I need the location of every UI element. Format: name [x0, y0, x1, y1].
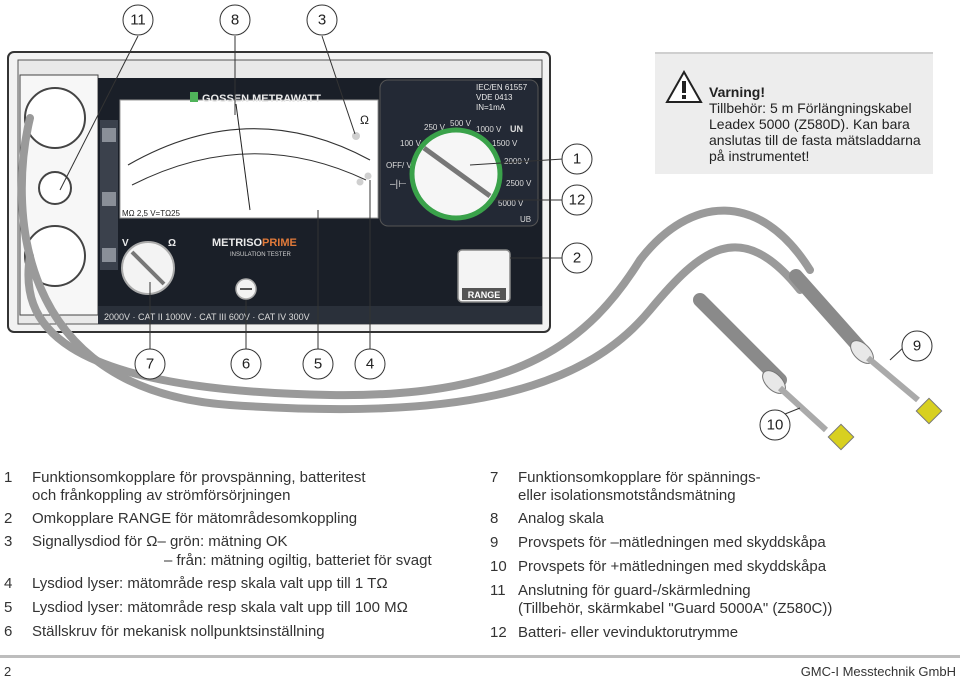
warning-line: anslutas till de fasta mätsladdarna: [709, 132, 921, 148]
warning-title: Varning!: [709, 84, 921, 100]
zero-screw-6[interactable]: [236, 279, 256, 299]
legend-number: 1: [4, 468, 12, 487]
legend-text: Provspets för +mätledningen med skyddskå…: [518, 557, 826, 576]
legend-text: Analog skala: [518, 509, 604, 528]
switch-label-1000: 1000 V: [476, 125, 502, 134]
warning-text: Varning! Tillbehör: 5 m Förlängningskabe…: [709, 84, 921, 164]
v-label: V: [122, 238, 129, 249]
legend-number: 12: [490, 623, 507, 642]
callout-4: 4: [355, 349, 385, 379]
model-sub: INSULATION TESTER: [230, 252, 291, 258]
legend-text: eller isolationsmotståndsmätning: [518, 486, 736, 505]
warning-line: Leadex 5000 (Z580D). Kan bara: [709, 116, 921, 132]
legend-number: 10: [490, 557, 507, 576]
model-a: METRISO: [212, 237, 263, 249]
legend-text: – från: mätning ogiltig, batteriet för s…: [164, 551, 432, 570]
warning-line: på instrumentet!: [709, 148, 921, 164]
legend-number: 5: [4, 598, 12, 617]
led-3: [352, 132, 360, 140]
legend-text: Signallysdiod för Ω– grön: mätning OK: [32, 532, 288, 551]
led-4: [365, 173, 372, 180]
svg-text:3: 3: [318, 12, 326, 29]
callout-9: 9: [902, 331, 932, 361]
callout-3: 3: [307, 5, 337, 35]
page-number: 2: [4, 664, 11, 679]
svg-text:10: 10: [767, 417, 784, 434]
led-3-label: Ω: [360, 113, 369, 127]
legend-number: 9: [490, 533, 498, 552]
legend-text: Batteri- eller vevinduktorutrymme: [518, 623, 738, 642]
legend-text: Lysdiod lyser: mätområde resp skala valt…: [32, 598, 408, 617]
svg-text:4: 4: [366, 356, 374, 373]
svg-text:9: 9: [913, 338, 921, 355]
callout-12: 12: [562, 185, 592, 215]
callout-2: 2: [562, 243, 592, 273]
battery-icon: –|⊢: [390, 179, 407, 190]
standard-line-3: IN=1mA: [476, 103, 506, 112]
standard-line-1: IEC/EN 61557: [476, 83, 528, 92]
legend-text: och frånkoppling av strömförsörjningen: [32, 486, 290, 505]
brand-name: GOSSEN METRAWATT: [202, 93, 321, 105]
callout-5: 5: [303, 349, 333, 379]
svg-text:11: 11: [130, 12, 146, 29]
svg-text:2: 2: [573, 250, 581, 267]
cat-line: 2000V · CAT II 1000V · CAT III 600V · CA…: [104, 312, 310, 322]
legend-text: Funktionsomkopplare för provspänning, ba…: [32, 468, 366, 487]
callout-1: 1: [562, 144, 592, 174]
analog-scale: MΩ 2,5 V=TΩ25: [120, 100, 378, 218]
range-label: RANGE: [468, 290, 501, 300]
svg-text:1: 1: [573, 151, 581, 168]
standard-line-2: VDE 0413: [476, 93, 513, 102]
legend-number: 7: [490, 468, 498, 487]
footer-company: GMC-I Messtechnik GmbH: [801, 664, 956, 679]
switch-label-2500: 2500 V: [506, 179, 532, 188]
warning-line: Tillbehör: 5 m Förlängningskabel: [709, 100, 921, 116]
legend-number: 4: [4, 574, 12, 593]
legend-number: 11: [490, 581, 506, 600]
legend-number: 2: [4, 509, 12, 528]
legend-left: 1 Funktionsomkopplare för provspänning, …: [4, 468, 474, 648]
ohm-label: Ω: [168, 238, 176, 249]
legend-text: Anslutning för guard-/skärmledning: [518, 581, 751, 600]
switch-label-off: OFF/ V: [386, 161, 412, 170]
svg-text:8: 8: [231, 12, 239, 29]
legend-text: (Tillbehör, skärmkabel "Guard 5000A" (Z5…: [518, 599, 832, 618]
legend-number: 3: [4, 532, 12, 551]
warning-icon: [665, 70, 703, 104]
footer-divider: [0, 655, 960, 658]
switch-label-100: 100 V: [400, 139, 422, 148]
callout-6: 6: [231, 349, 261, 379]
svg-text:7: 7: [146, 356, 154, 373]
legend-text: Funktionsomkopplare för spännings-: [518, 468, 761, 487]
range-button-2[interactable]: RANGE: [458, 250, 510, 302]
callout-11: 11: [123, 5, 153, 35]
callout-10: 10: [760, 410, 790, 440]
svg-text:12: 12: [569, 192, 586, 209]
warning-box: Varning! Tillbehör: 5 m Förlängningskabe…: [655, 52, 933, 174]
scale-unit: MΩ 2,5 V=TΩ25: [122, 209, 181, 218]
switch-label-1500: 1500 V: [492, 139, 518, 148]
callout-8: 8: [220, 5, 250, 35]
callout-7: 7: [135, 349, 165, 379]
switch-label-500: 500 V: [450, 119, 472, 128]
svg-text:5: 5: [314, 356, 322, 373]
legend-text: Lysdiod lyser: mätområde resp skala valt…: [32, 574, 388, 593]
ub-label: UB: [520, 215, 531, 224]
legend-text: Ställskruv för mekanisk nollpunktsinstäl…: [32, 622, 325, 641]
legend-number: 6: [4, 622, 12, 641]
legend-text: Omkopplare RANGE för mätområdesomkopplin…: [32, 509, 357, 528]
led-5: [357, 179, 364, 186]
model-b: PRIME: [262, 237, 297, 249]
legend-right: 7 Funktionsomkopplare för spännings- ell…: [490, 468, 955, 648]
legend-text: Provspets för –mätledningen med skyddskå…: [518, 533, 826, 552]
un-label: UN: [510, 124, 523, 134]
svg-text:6: 6: [242, 356, 250, 373]
legend-number: 8: [490, 509, 498, 528]
